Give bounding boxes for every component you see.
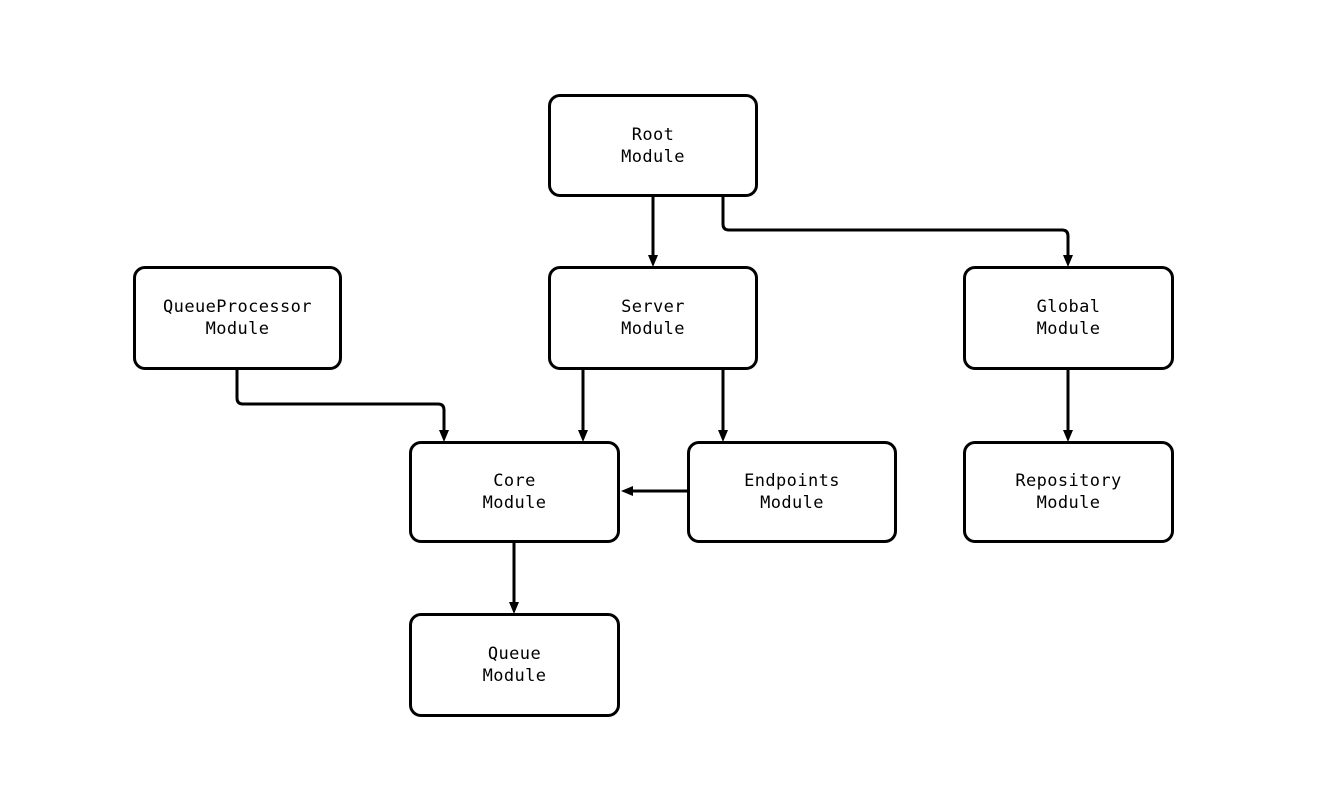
node-endpoints-module[interactable]: Endpoints Module <box>687 441 897 543</box>
node-endpoints-module-kind: Module <box>760 493 824 513</box>
node-root-module-kind: Module <box>621 146 685 167</box>
node-global-module-kind: Module <box>1036 319 1101 339</box>
node-queue-module[interactable]: Queue Module <box>409 613 620 717</box>
node-queueprocessor-module-kind: Module <box>205 319 270 339</box>
node-repository-module-name: Repository <box>1015 471 1122 491</box>
node-endpoints-module-name: Endpoints <box>744 471 840 491</box>
node-repository-module[interactable]: Repository Module <box>963 441 1174 543</box>
node-queue-module-name: Queue <box>487 644 542 664</box>
node-queueprocessor-module[interactable]: QueueProcessor Module <box>133 266 342 370</box>
edge-queueprocessor-core <box>235 370 449 442</box>
node-server-module-name: Server <box>621 297 685 317</box>
node-global-module-name: Global <box>1036 297 1101 317</box>
node-core-module-kind: Module <box>482 493 547 513</box>
node-global-module[interactable]: Global Module <box>963 266 1174 370</box>
edge-root-global <box>721 197 1073 267</box>
node-queue-module-kind: Module <box>482 666 547 686</box>
node-core-module-name: Core <box>493 471 536 491</box>
node-server-module[interactable]: Server Module <box>548 266 758 370</box>
node-server-module-kind: Module <box>621 319 685 339</box>
node-root-module-name: Root <box>631 124 675 145</box>
node-root-module[interactable]: Root Module <box>548 94 758 197</box>
node-core-module[interactable]: Core Module <box>409 441 620 543</box>
node-queueprocessor-module-name: QueueProcessor <box>163 297 312 317</box>
node-repository-module-kind: Module <box>1036 493 1101 513</box>
